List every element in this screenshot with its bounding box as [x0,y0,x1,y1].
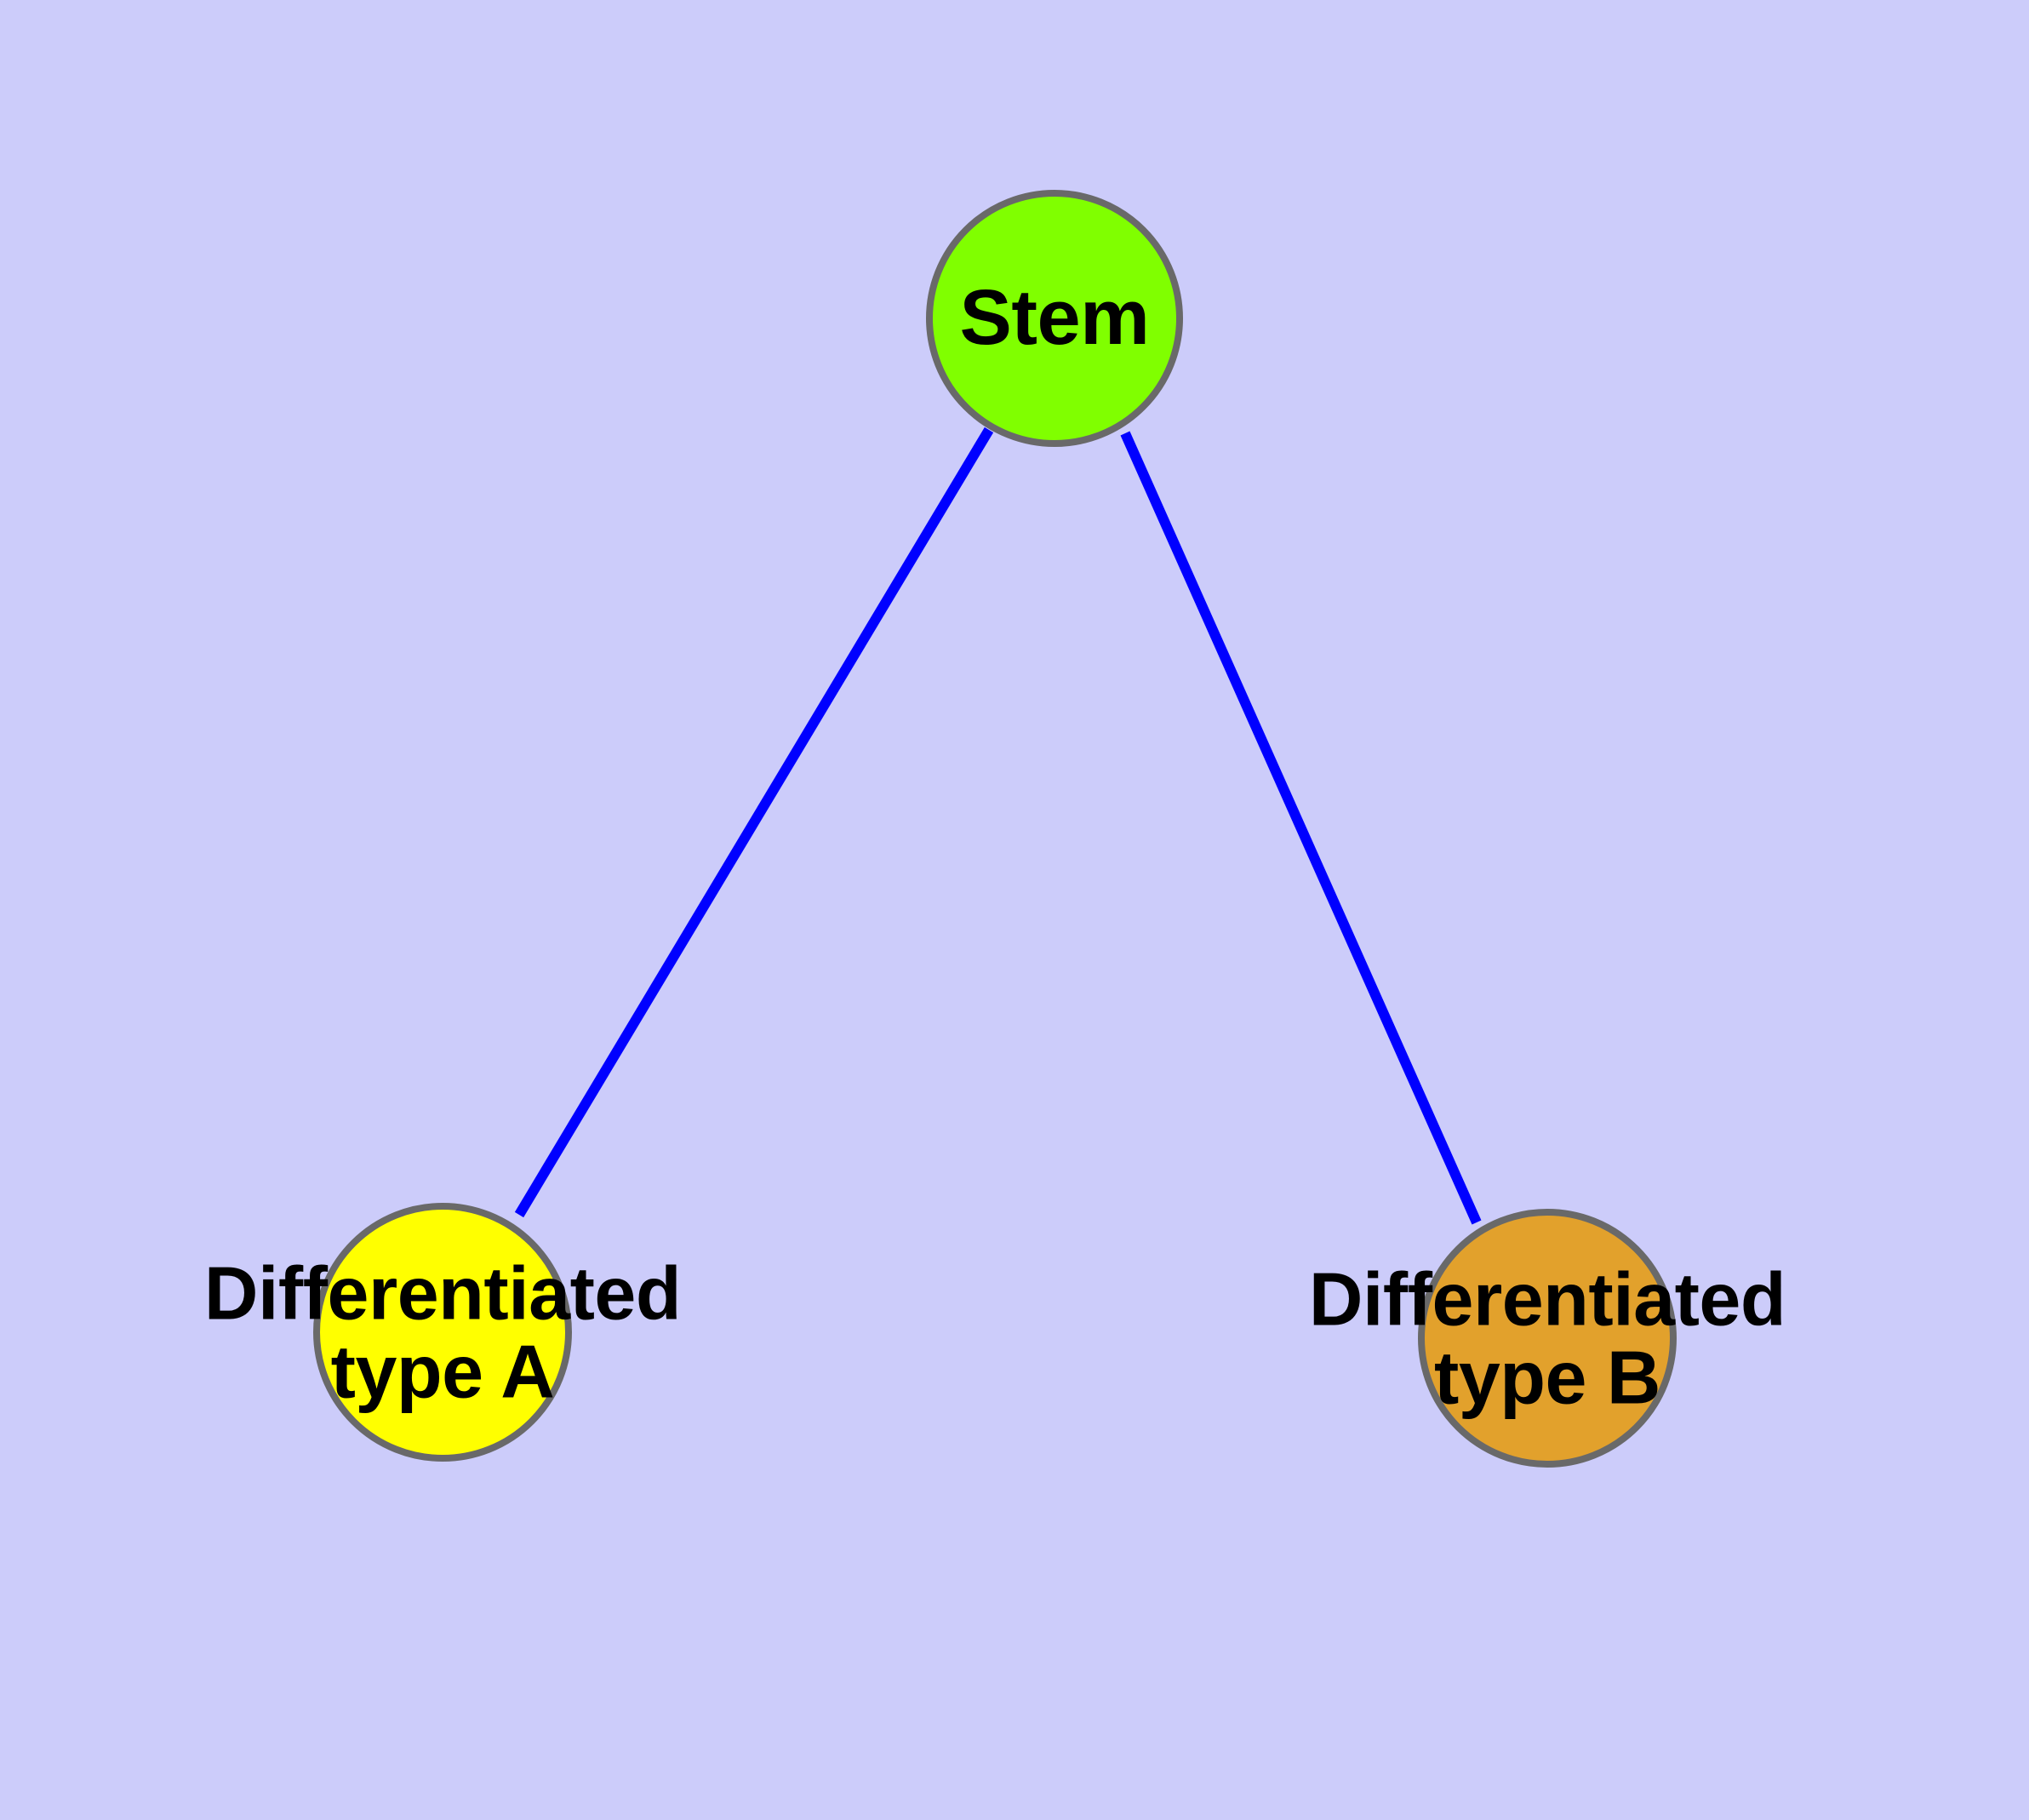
node-layer [313,190,1677,1468]
edge-layer [514,426,1482,1225]
edge-stem-to-differentiated-type-a[interactable] [514,426,994,1218]
node-differentiated-type-b[interactable] [1418,1209,1677,1468]
node-stem[interactable] [926,190,1183,447]
edge-stem-to-differentiated-type-b[interactable] [1120,431,1482,1225]
node-differentiated-type-a[interactable] [313,1203,572,1462]
